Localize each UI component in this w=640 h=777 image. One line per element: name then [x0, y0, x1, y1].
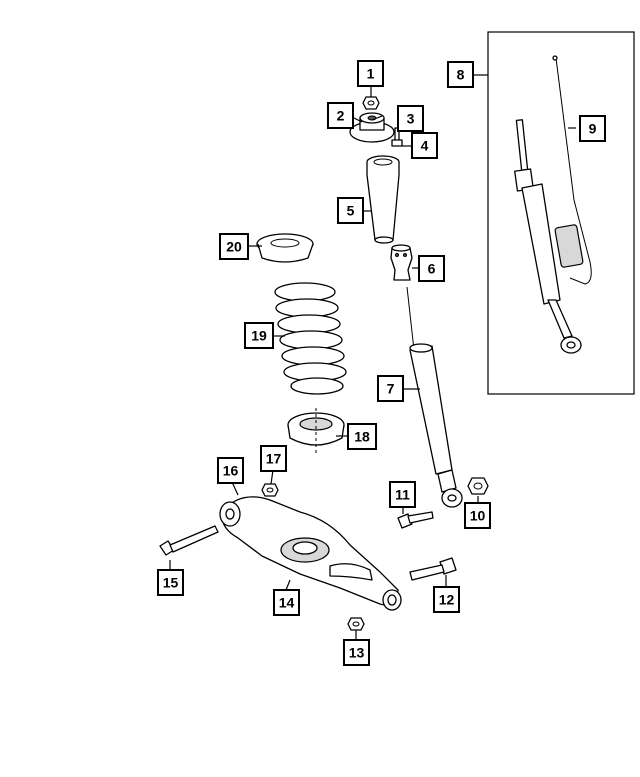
callout-15: 15 [157, 569, 184, 596]
callout-19-label: 19 [251, 328, 267, 344]
callout-5: 5 [337, 197, 364, 224]
lower-shock-nut [467, 477, 489, 495]
electronic-shock-assembly [514, 55, 592, 354]
lower-control-arm [219, 496, 402, 611]
callout-6: 6 [418, 255, 445, 282]
callout-20-label: 20 [226, 239, 242, 255]
dust-boot [366, 155, 400, 244]
callout-13: 13 [343, 639, 370, 666]
callout-20: 20 [219, 233, 249, 260]
callout-3: 3 [397, 105, 424, 132]
callout-13-label: 13 [349, 645, 365, 661]
callout-1: 1 [357, 60, 384, 87]
shock-absorber [406, 286, 463, 508]
control-arm-bolt-left [159, 525, 219, 556]
callout-7-label: 7 [387, 381, 395, 397]
callout-11: 11 [389, 481, 416, 508]
callout-14: 14 [273, 589, 300, 616]
callout-14-label: 14 [279, 595, 295, 611]
callout-17-label: 17 [266, 451, 282, 467]
callout-12: 12 [433, 586, 460, 613]
control-arm-nut [347, 617, 365, 631]
callout-16-label: 16 [223, 463, 239, 479]
callout-19: 19 [244, 322, 274, 349]
callout-9-label: 9 [589, 121, 597, 137]
upper-spring-isolator [256, 233, 314, 263]
callout-3-label: 3 [407, 111, 415, 127]
lower-spring-isolator [287, 408, 345, 455]
inset-panel [487, 31, 635, 395]
callout-7: 7 [377, 375, 404, 402]
callout-8-label: 8 [457, 67, 465, 83]
callout-8: 8 [447, 61, 474, 88]
callout-11-label: 11 [395, 487, 410, 503]
callout-2: 2 [327, 102, 354, 129]
jounce-bumper [390, 244, 413, 281]
callout-4: 4 [411, 132, 438, 159]
callout-18-label: 18 [354, 429, 370, 445]
callout-6-label: 6 [428, 261, 436, 277]
callout-17: 17 [260, 445, 287, 472]
leader-lines [169, 74, 576, 640]
callout-12-label: 12 [439, 592, 455, 608]
callout-9: 9 [579, 115, 606, 142]
upper-shock-mount [349, 112, 395, 143]
callout-2-label: 2 [337, 108, 345, 124]
callout-16: 16 [217, 457, 244, 484]
callout-4-label: 4 [421, 138, 429, 154]
callout-10-label: 10 [470, 508, 486, 524]
callout-10: 10 [464, 502, 491, 529]
small-nut [261, 483, 279, 497]
callout-1-label: 1 [367, 66, 375, 82]
callout-5-label: 5 [347, 203, 355, 219]
callout-15-label: 15 [163, 575, 179, 591]
coil-spring [274, 282, 347, 395]
callout-18: 18 [347, 423, 377, 450]
upper-mount-nut [362, 96, 380, 110]
control-arm-bolt-right [409, 557, 457, 581]
lower-shock-bolt [397, 511, 434, 529]
